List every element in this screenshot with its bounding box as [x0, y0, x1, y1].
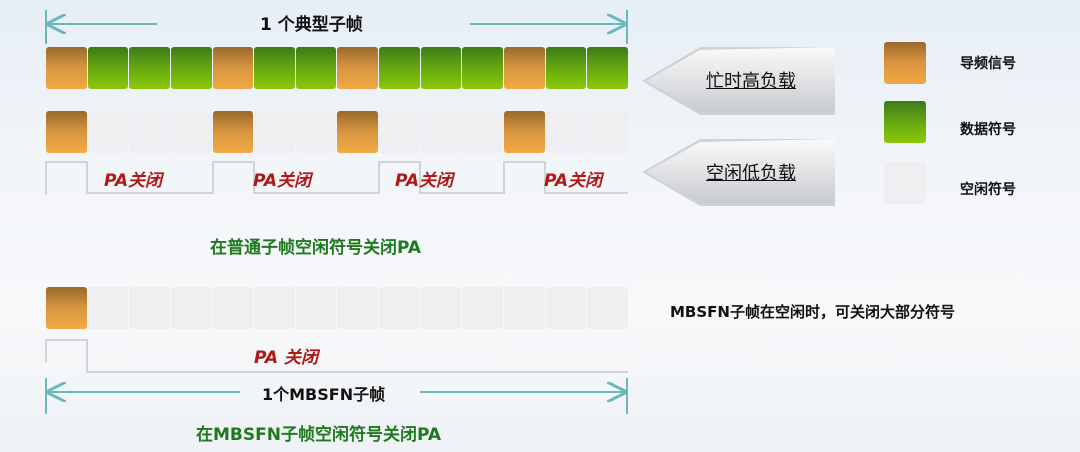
pilot-symbol-cell: [46, 287, 87, 329]
idle-symbol-cell: [87, 287, 129, 329]
idle-symbol-row: [46, 111, 628, 153]
legend-data-label: 数据符号: [960, 122, 1016, 138]
subframe-span-label: 1 个典型子帧: [260, 15, 363, 35]
pilot-symbol-cell: [504, 47, 545, 89]
data-symbol-cell: [254, 47, 295, 89]
idle-symbol-cell: [170, 111, 212, 153]
legend-data-swatch: [884, 101, 926, 143]
idle-symbol-cell: [170, 287, 212, 329]
idle-symbol-cell: [129, 111, 170, 153]
pa-off-label: PA关闭: [104, 171, 163, 191]
subframe-span-arrow: [45, 10, 628, 44]
idle-symbol-cell: [545, 287, 587, 329]
mbsfn-caption: 在MBSFN子帧空闲符号关闭PA: [196, 425, 442, 445]
idle-symbol-cell: [587, 287, 628, 329]
legend-idle-label: 空闲符号: [960, 182, 1016, 198]
idle-arrow-shape: [642, 139, 835, 206]
pilot-symbol-cell: [212, 47, 254, 89]
mbsfn-pa-waveform: [45, 339, 628, 373]
pilot-symbol-cell: [46, 47, 87, 89]
normal-subframe-caption: 在普通子帧空闲符号关闭PA: [210, 238, 422, 258]
idle-symbol-cell: [337, 287, 379, 329]
data-symbol-cell: [87, 47, 129, 89]
busy-symbol-row: [46, 47, 628, 89]
idle-symbol-cell: [587, 111, 628, 153]
mbsfn-pa-off-label: PA 关闭: [254, 348, 318, 368]
idle-symbol-cell: [420, 111, 462, 153]
mbsfn-span-label: 1个MBSFN子帧: [262, 385, 386, 404]
idle-symbol-cell: [379, 111, 420, 153]
mbsfn-note: MBSFN子帧在空闲时，可关闭大部分符号: [670, 303, 955, 321]
data-symbol-cell: [129, 47, 170, 89]
idle-symbol-cell: [254, 287, 295, 329]
data-symbol-cell: [295, 47, 337, 89]
data-symbol-cell: [379, 47, 420, 89]
data-symbol-cell: [170, 47, 212, 89]
idle-symbol-cell: [87, 111, 129, 153]
idle-symbol-cell: [212, 287, 254, 329]
busy-arrow-shape: [642, 47, 835, 115]
idle-symbol-cell: [254, 111, 295, 153]
idle-symbol-cell: [379, 287, 420, 329]
data-symbol-cell: [587, 47, 628, 89]
data-symbol-cell: [462, 47, 504, 89]
idle-load-arrow: 空闲低负载: [642, 139, 834, 207]
pilot-symbol-cell: [46, 111, 87, 153]
pa-off-label: PA关闭: [253, 171, 312, 191]
pa-off-label: PA关闭: [544, 171, 603, 191]
legend-idle-swatch: [884, 162, 926, 204]
idle-load-label: 空闲低负载: [706, 163, 796, 184]
idle-symbol-cell: [295, 287, 337, 329]
mbsfn-span-arrow: [45, 378, 628, 414]
busy-load-label: 忙时高负载: [706, 71, 796, 92]
idle-symbol-cell: [462, 111, 504, 153]
idle-symbol-cell: [295, 111, 337, 153]
pa-off-label: PA关闭: [395, 171, 454, 191]
mbsfn-symbol-row: [46, 287, 628, 329]
idle-symbol-cell: [504, 287, 545, 329]
pilot-symbol-cell: [337, 47, 379, 89]
pilot-symbol-cell: [504, 111, 545, 153]
data-symbol-cell: [420, 47, 462, 89]
idle-symbol-cell: [129, 287, 170, 329]
pilot-symbol-cell: [212, 111, 254, 153]
legend-pilot-swatch: [884, 42, 926, 84]
data-symbol-cell: [545, 47, 587, 89]
pilot-symbol-cell: [337, 111, 379, 153]
idle-symbol-cell: [420, 287, 462, 329]
legend-pilot-label: 导频信号: [960, 56, 1016, 72]
idle-symbol-cell: [545, 111, 587, 153]
busy-load-arrow: 忙时高负载: [642, 47, 834, 115]
pa-waveform: [45, 161, 628, 195]
idle-symbol-cell: [462, 287, 504, 329]
